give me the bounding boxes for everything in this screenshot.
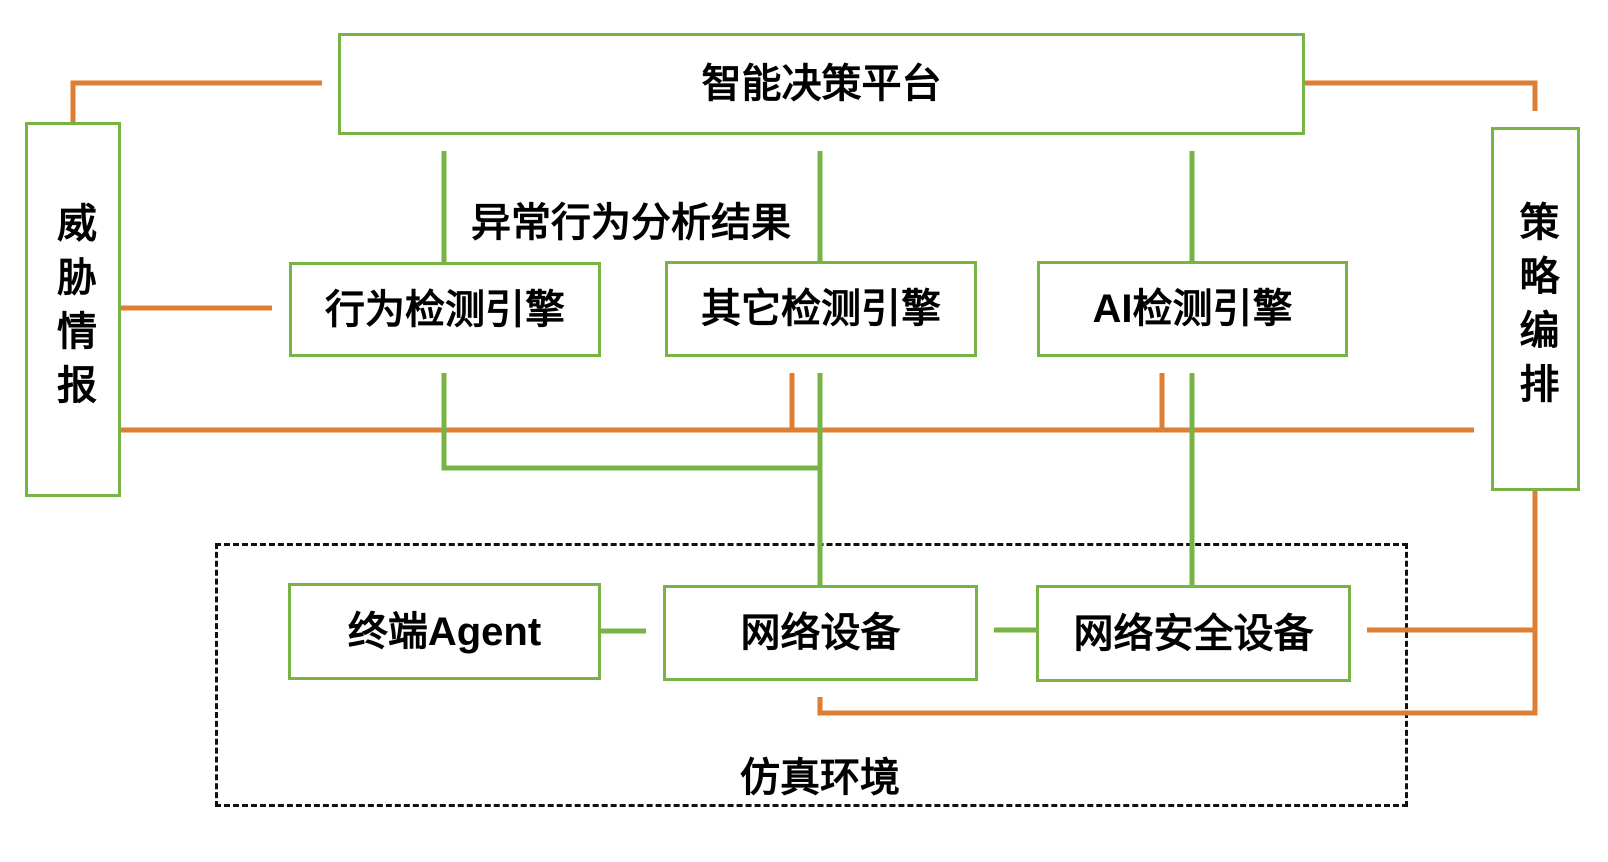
node-label: 智能决策平台 xyxy=(701,62,942,106)
node-label: 策略编排 xyxy=(1513,201,1558,417)
node-policy-orchestration: 策略编排 xyxy=(1491,127,1580,491)
node-label: 终端Agent xyxy=(347,609,542,654)
node-label: 行为检测引擎 xyxy=(325,287,565,332)
label-abnormal-behavior-analysis-result: 异常行为分析结果 xyxy=(471,201,791,245)
node-label: 网络设备 xyxy=(740,611,901,655)
node-network-device: 网络设备 xyxy=(663,585,978,681)
edge-network-device-to-behavior-engine xyxy=(441,373,820,471)
node-ai-detection-engine: AI检测引擎 xyxy=(1037,261,1348,357)
node-label: AI检测引擎 xyxy=(1092,287,1293,331)
node-threat-intelligence: 威胁情报 xyxy=(25,122,121,497)
edge-threat-intel-to-platform xyxy=(70,80,322,122)
node-behavior-detection-engine: 行为检测引擎 xyxy=(289,262,601,357)
node-other-detection-engine: 其它检测引擎 xyxy=(665,261,977,357)
node-label: 网络安全设备 xyxy=(1073,611,1314,656)
edge-platform-to-policy-orchestration xyxy=(1305,80,1538,111)
node-label: 威胁情报 xyxy=(51,201,95,418)
node-terminal-agent: 终端Agent xyxy=(288,583,601,680)
label-simulation-environment: 仿真环境 xyxy=(740,756,900,800)
node-network-security-device: 网络安全设备 xyxy=(1036,585,1351,682)
node-intelligent-decision-platform: 智能决策平台 xyxy=(338,33,1305,135)
node-label: 其它检测引擎 xyxy=(701,287,941,331)
